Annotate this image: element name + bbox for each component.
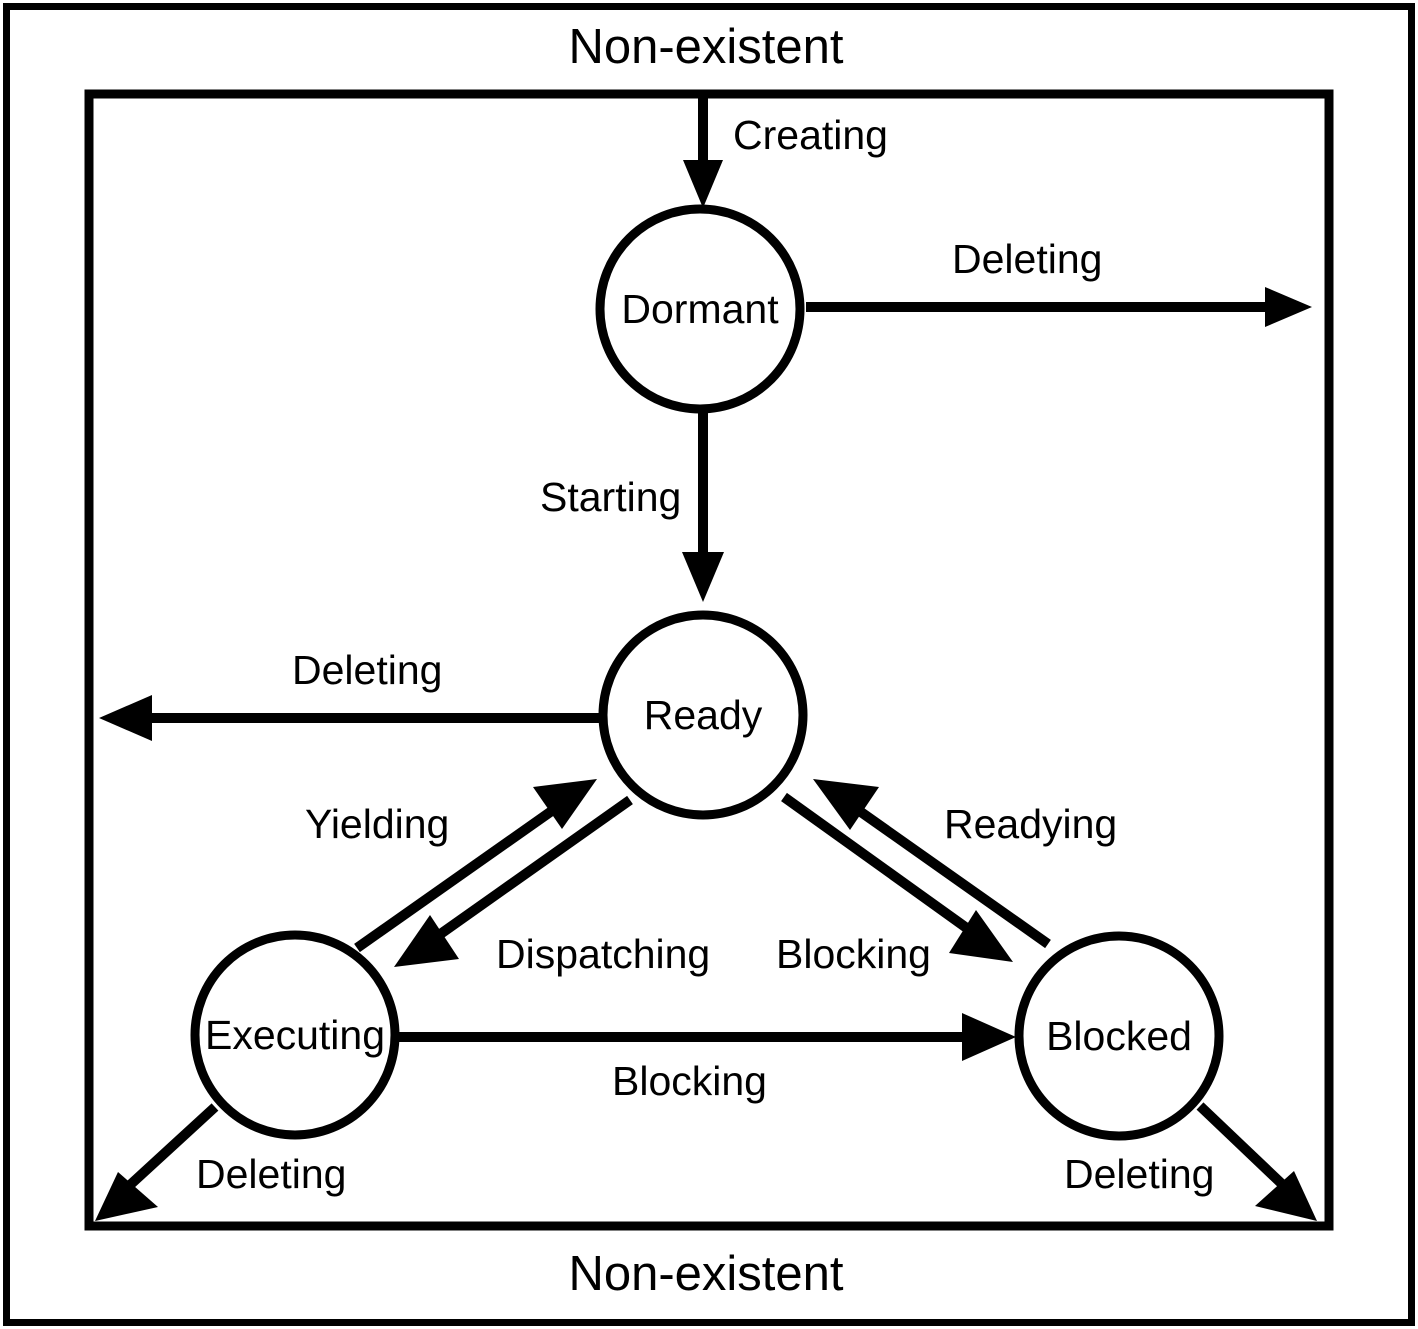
creating-arrowhead — [683, 160, 723, 208]
blocking-executing-label: Blocking — [612, 1058, 767, 1104]
blocking-ready-arrowhead — [949, 910, 1013, 962]
deleting-blocked-label: Deleting — [1064, 1151, 1214, 1197]
executing-circle[interactable] — [190, 930, 400, 1140]
dormant-circle[interactable] — [595, 204, 805, 414]
deleting-executing-line — [126, 1103, 219, 1189]
deleting-ready-label: Deleting — [292, 647, 442, 693]
deleting-dormant-arrowhead — [1265, 287, 1312, 327]
transition-blocking-executing: Blocking — [398, 1013, 1016, 1104]
transition-dispatching: Dispatching — [394, 795, 710, 977]
blocked-label: Blocked — [1046, 1013, 1192, 1059]
transition-deleting-executing: Deleting — [95, 1103, 346, 1221]
yielding-line — [354, 798, 566, 953]
blocking-ready-label: Blocking — [776, 931, 931, 977]
transition-deleting-dormant: Deleting — [806, 236, 1312, 327]
dormant-label: Dormant — [621, 286, 779, 332]
state-node-executing[interactable]: Executing — [190, 930, 400, 1140]
starting-label: Starting — [540, 474, 681, 520]
yielding-label: Yielding — [305, 801, 449, 847]
transition-deleting-ready: Deleting — [99, 647, 601, 741]
transition-starting: Starting — [540, 411, 724, 602]
deleting-ready-arrowhead — [99, 695, 152, 741]
transition-yielding: Yielding — [305, 779, 597, 953]
readying-line — [848, 800, 1051, 949]
zone-label-top: Non-existent — [568, 20, 843, 74]
blocking-ready-line — [781, 792, 978, 939]
transition-creating: Creating — [683, 96, 888, 208]
zone-label-bottom: Non-existent — [568, 1247, 843, 1301]
yielding-arrowhead — [533, 779, 597, 829]
blocking-executing-arrowhead — [962, 1013, 1016, 1061]
state-node-blocked[interactable]: Blocked — [1014, 931, 1224, 1141]
deleting-blocked-arrowhead — [1255, 1171, 1317, 1221]
readying-arrowhead — [813, 779, 879, 830]
outer-frame — [3, 3, 1415, 1326]
blocked-circle[interactable] — [1014, 931, 1224, 1141]
dispatching-arrowhead — [394, 915, 459, 967]
dispatching-label: Dispatching — [496, 931, 710, 977]
readying-label: Readying — [944, 801, 1117, 847]
transition-blocking-ready: Blocking — [776, 792, 1013, 977]
state-node-dormant[interactable]: Dormant — [595, 204, 805, 414]
deleting-executing-arrowhead — [95, 1172, 158, 1221]
state-node-ready[interactable]: Ready — [598, 610, 808, 820]
ready-circle[interactable] — [598, 610, 808, 820]
starting-arrowhead — [682, 552, 724, 602]
transition-readying: Readying — [813, 779, 1117, 949]
inner-frame — [84, 89, 1334, 1231]
deleting-dormant-label: Deleting — [952, 236, 1102, 282]
ready-label: Ready — [644, 692, 763, 738]
transition-deleting-blocked: Deleting — [1064, 1102, 1317, 1221]
deleting-executing-label: Deleting — [196, 1151, 346, 1197]
deleting-blocked-line — [1196, 1102, 1287, 1189]
creating-label: Creating — [733, 112, 888, 158]
executing-label: Executing — [205, 1012, 385, 1058]
dispatching-line — [429, 795, 633, 945]
